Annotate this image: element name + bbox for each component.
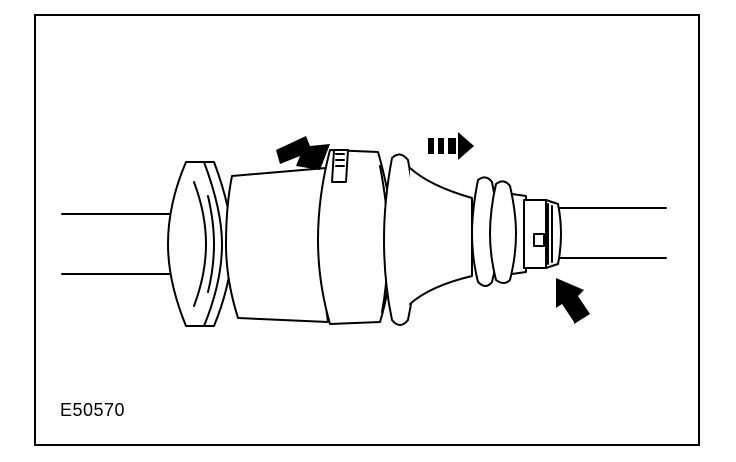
boot-cone bbox=[409, 167, 473, 305]
shaft-left bbox=[61, 213, 173, 275]
boot-clamp bbox=[317, 149, 393, 325]
boot-small-clamp bbox=[523, 199, 562, 269]
boot-bellow-small bbox=[471, 176, 527, 287]
figure-id-label: E50570 bbox=[60, 400, 126, 420]
solid-arrow-icon bbox=[556, 278, 590, 324]
boot-bellow-large bbox=[383, 153, 417, 326]
dashed-motion-arrow-icon bbox=[428, 132, 474, 160]
joint-housing bbox=[225, 167, 329, 323]
solid-arrow-icon bbox=[276, 136, 330, 170]
shaft-right bbox=[557, 207, 667, 259]
bearing-ring bbox=[167, 161, 233, 327]
